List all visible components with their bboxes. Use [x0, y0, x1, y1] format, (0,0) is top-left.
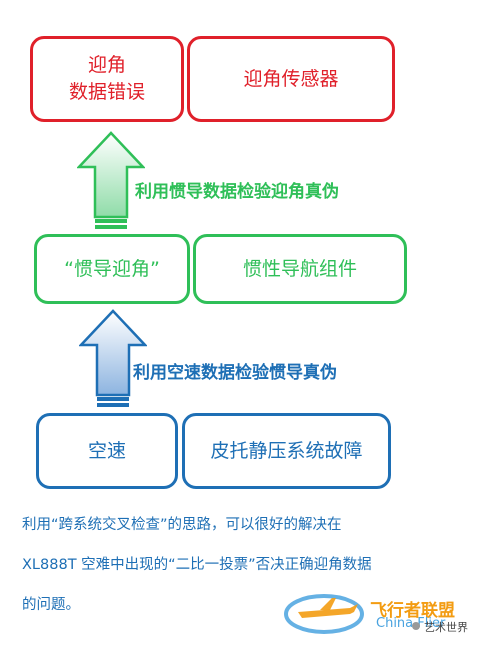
inertial-nav-box: 惯性导航组件 — [193, 234, 407, 304]
airplane-logo-icon — [284, 594, 364, 634]
airspeed-box: 空速 — [36, 413, 178, 489]
pitot-fault-box: 皮托静压系统故障 — [182, 413, 391, 489]
blue-check-label: 利用空速数据检验惯导真伪 — [133, 363, 337, 383]
paragraph-line-2: XL888T 空难中出现的“二比一投票”否决正确迎角数据 — [22, 557, 372, 573]
wechat-icon — [412, 622, 420, 630]
green-check-label: 利用惯导数据检验迎角真伪 — [135, 182, 339, 202]
paragraph-line-1: 利用“跨系统交叉检查”的思路，可以很好的解决在 — [22, 517, 342, 533]
aoa-sensor-box: 迎角传感器 — [187, 36, 395, 122]
blue-up-arrow — [79, 309, 147, 407]
inertial-aoa-label: “惯导迎角” — [64, 257, 160, 280]
explanation-paragraph: 利用“跨系统交叉检查”的思路，可以很好的解决在 XL888T 空难中出现的“二比… — [22, 505, 462, 625]
airspeed-label: 空速 — [87, 439, 126, 462]
aoa-data-error-label: 迎角 数据错误 — [68, 54, 145, 103]
watermark-subtitle: China Flier — [376, 616, 446, 631]
paragraph-line-3: 的问题。 — [22, 597, 80, 613]
aoa-sensor-label: 迎角传感器 — [243, 67, 339, 90]
inertial-aoa-box: “惯导迎角” — [34, 234, 190, 304]
inertial-nav-label: 惯性导航组件 — [242, 257, 357, 280]
aoa-data-error-box: 迎角 数据错误 — [30, 36, 184, 122]
watermark-title: 飞行者联盟 — [370, 601, 455, 621]
green-up-arrow — [77, 131, 145, 229]
pitot-fault-label: 皮托静压系统故障 — [210, 439, 363, 462]
watermark-account: 艺术世界 — [424, 621, 468, 634]
